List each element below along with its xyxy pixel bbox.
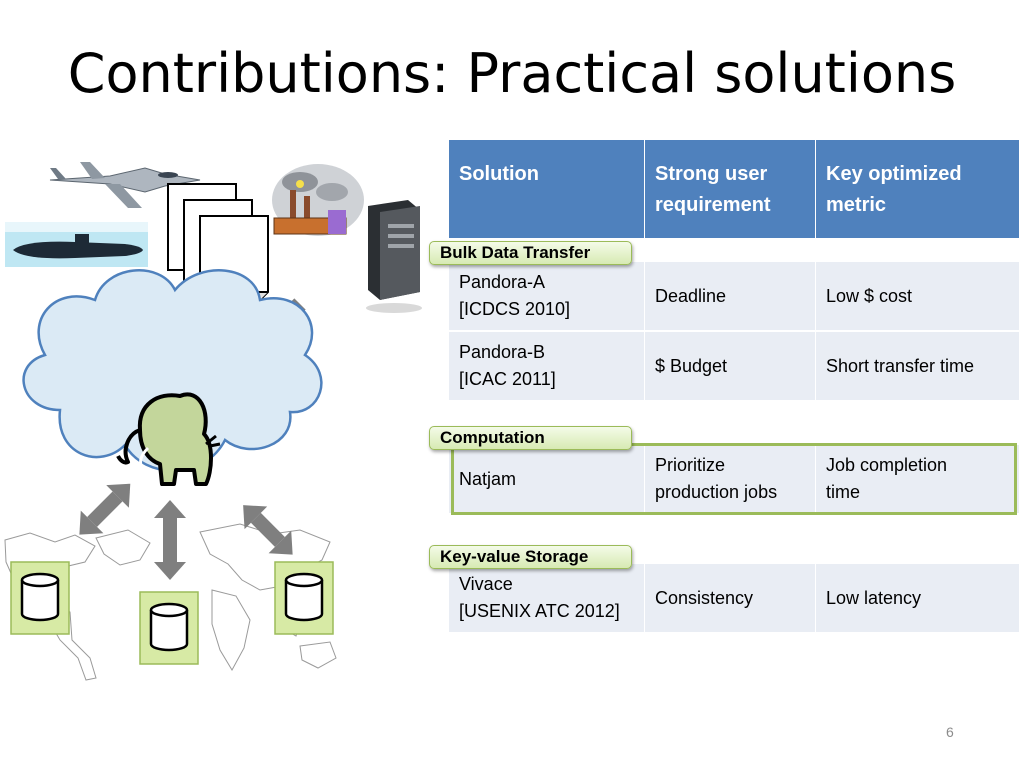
solution-name: Vivace <box>459 574 513 594</box>
header-text: metric <box>826 194 887 216</box>
requirement-text: production jobs <box>655 482 778 502</box>
header-text: Key optimized <box>826 163 962 185</box>
table-cell-solution: Vivace [USENIX ATC 2012] <box>449 564 644 632</box>
group-label-bulk-data-transfer: Bulk Data Transfer <box>429 241 632 265</box>
header-text: requirement <box>655 194 771 216</box>
server-icon <box>366 200 422 313</box>
table-cell-solution: Pandora-A [ICDCS 2010] <box>449 262 644 330</box>
factory-icon <box>272 164 364 236</box>
solution-name: Pandora-B <box>459 342 546 362</box>
header-cell-metric: Key optimized metric <box>816 140 1019 238</box>
solution-citation: [USENIX ATC 2012] <box>459 601 620 621</box>
metric-text: Low $ cost <box>826 285 913 306</box>
elephant-icon <box>116 392 221 486</box>
table-cell-metric: Low $ cost <box>816 262 1019 330</box>
solution-name: Natjam <box>459 468 517 489</box>
table-cell-requirement: Prioritize production jobs <box>645 445 815 513</box>
group-label-key-value-storage: Key-value Storage <box>429 545 632 569</box>
table-cell-metric: Short transfer time <box>816 332 1019 400</box>
table-cell-requirement: Consistency <box>645 564 815 632</box>
table-cell-metric: Job completion time <box>816 445 1019 513</box>
header-cell-solution: Solution <box>449 140 644 238</box>
requirement-text: Consistency <box>655 587 754 608</box>
requirement-text: Deadline <box>655 285 727 306</box>
fighter-jet-icon <box>49 162 201 208</box>
database-icon <box>139 591 199 665</box>
solution-name: Pandora-A <box>459 272 546 292</box>
submarine-icon <box>5 222 148 267</box>
header-text: Solution <box>459 163 539 185</box>
table-cell-requirement: $ Budget <box>645 332 815 400</box>
slide-title: Contributions: Practical solutions <box>67 42 957 105</box>
header-text: Strong user <box>655 163 768 185</box>
table-cell-metric: Low latency <box>816 564 1019 632</box>
solution-citation: [ICDCS 2010] <box>459 299 571 319</box>
metric-text: Short transfer time <box>826 355 975 376</box>
database-icon <box>10 561 70 635</box>
header-cell-requirement: Strong user requirement <box>645 140 815 238</box>
metric-text: Job completion <box>826 455 948 475</box>
metric-text: Low latency <box>826 587 922 608</box>
requirement-text: $ Budget <box>655 355 728 376</box>
group-label-computation: Computation <box>429 426 632 450</box>
solution-citation: [ICAC 2011] <box>459 369 556 389</box>
illustration <box>4 162 422 681</box>
arrow-icon <box>79 483 293 580</box>
table-cell-solution: Pandora-B [ICAC 2011] <box>449 332 644 400</box>
table-cell-requirement: Deadline <box>645 262 815 330</box>
metric-text: time <box>826 482 861 502</box>
table-cell-solution: Natjam <box>449 445 644 513</box>
requirement-text: Prioritize <box>655 455 726 475</box>
database-icon <box>274 561 334 635</box>
page-number: 6 <box>946 724 954 740</box>
